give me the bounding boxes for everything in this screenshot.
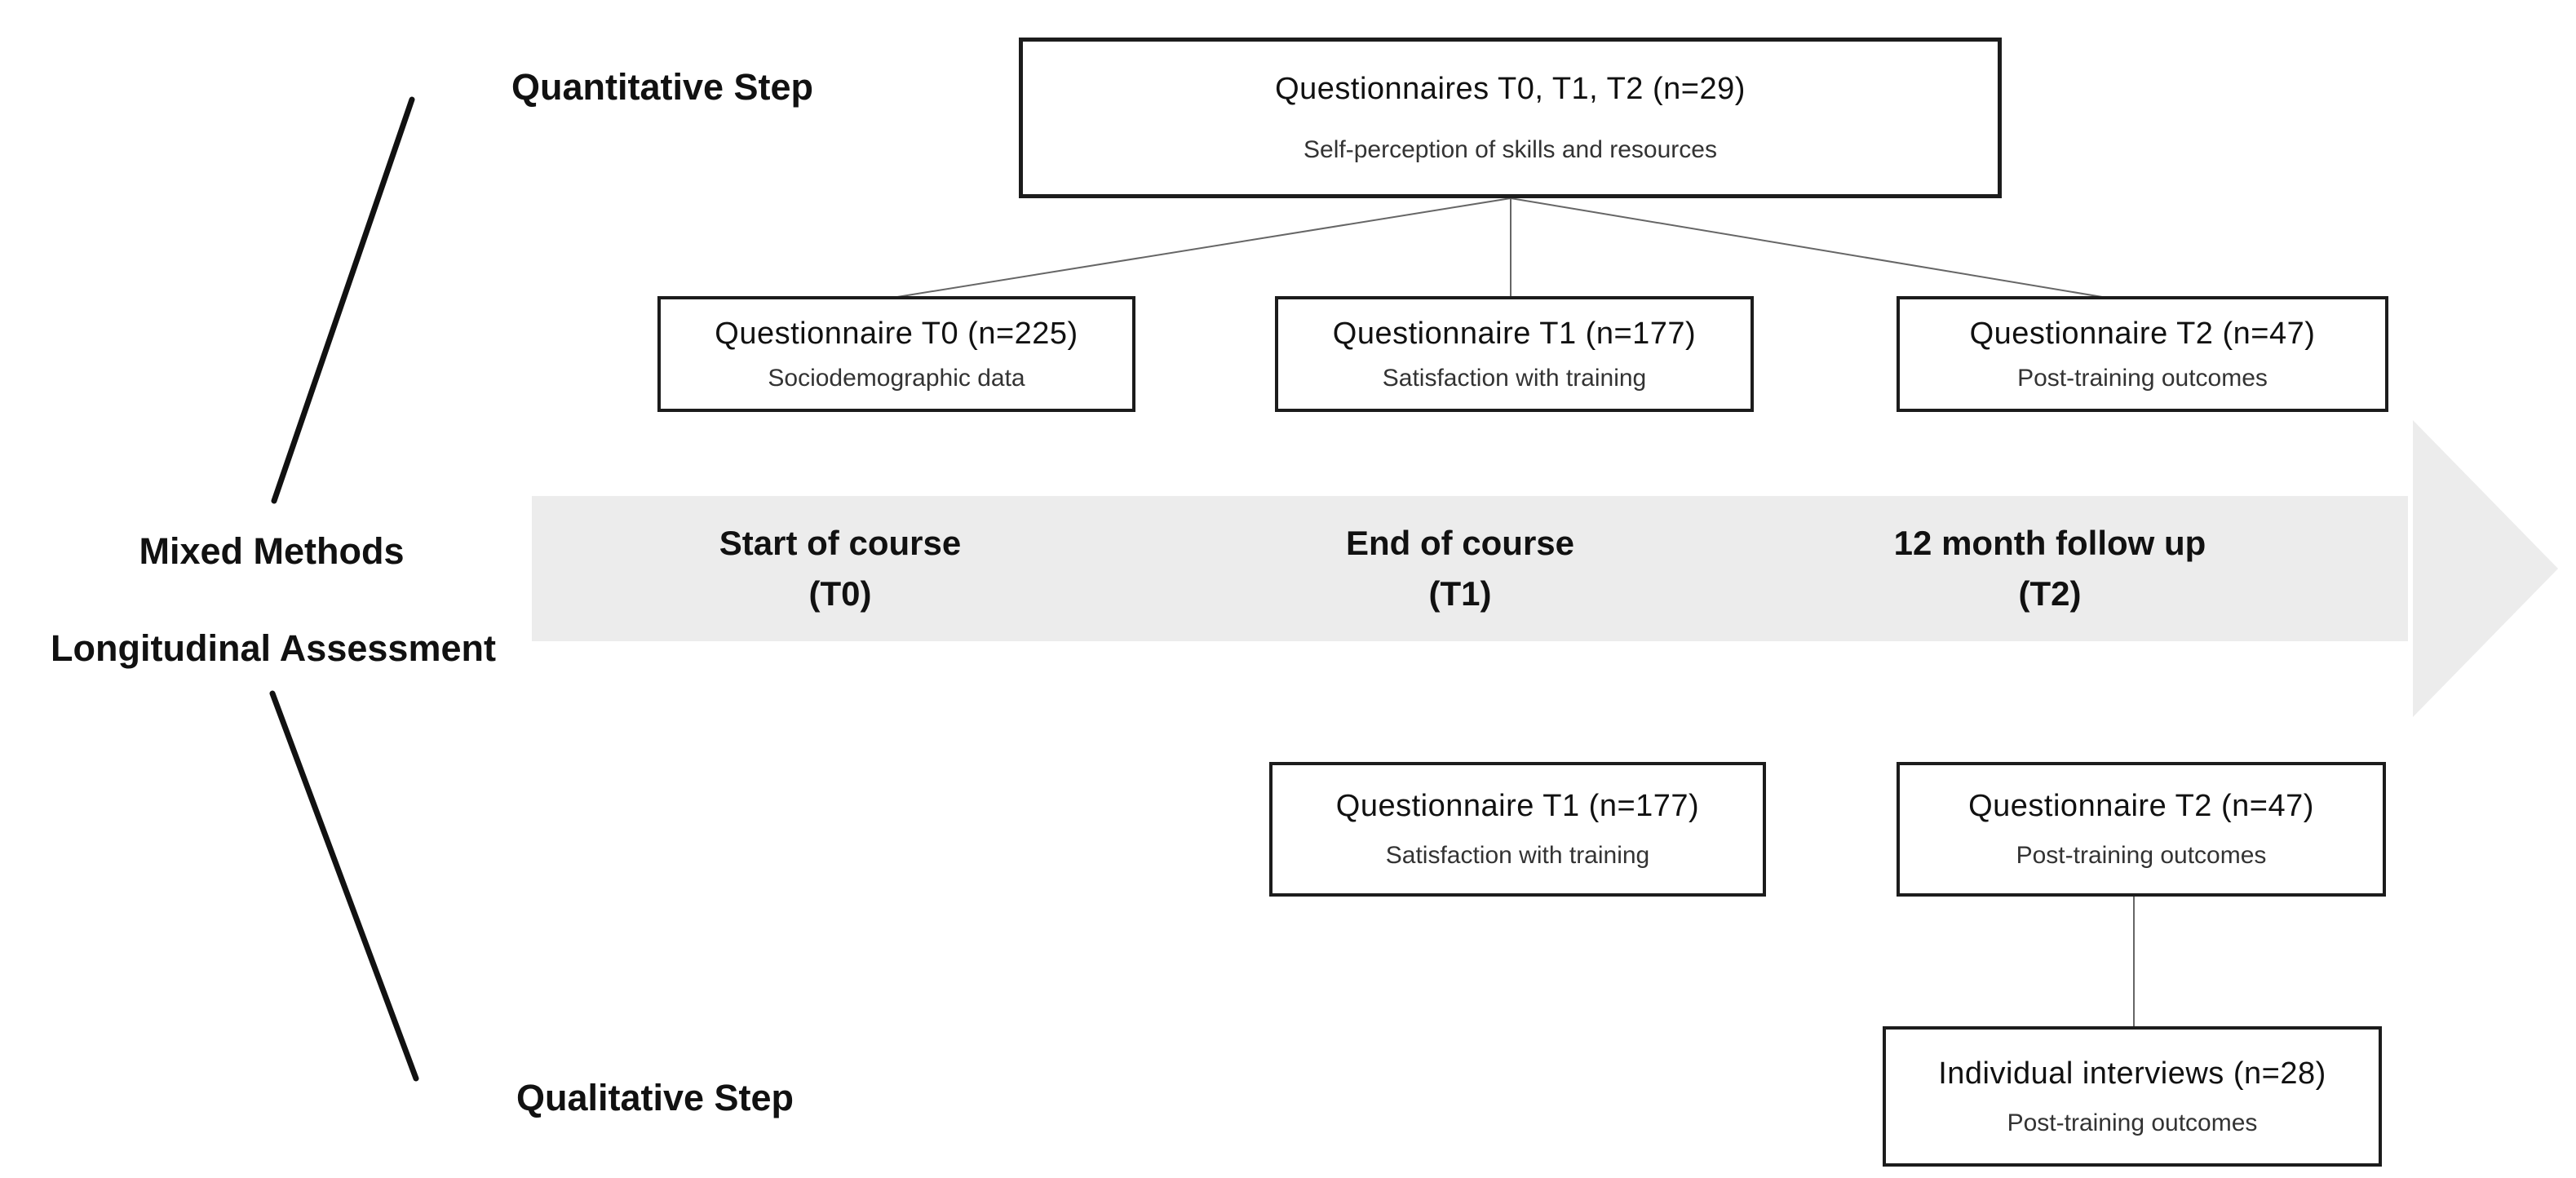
- longitudinal-assessment-label: Longitudinal Assessment: [51, 627, 496, 669]
- individual-interviews-title: Individual interviews (n=28): [1938, 1056, 2326, 1091]
- questionnaire-t1-title: Questionnaire T1 (n=177): [1332, 316, 1697, 351]
- questionnaire-t1-subtitle: Satisfaction with training: [1382, 364, 1647, 392]
- questionnaires-summary-subtitle: Self-perception of skills and resources: [1303, 136, 1717, 163]
- timeline-stage-t2: 12 month follow up (T2): [1894, 496, 2206, 641]
- timeline-stage-t0: Start of course (T0): [719, 496, 961, 641]
- upper-diagonal-line: [271, 96, 415, 504]
- timeline-stage-t1-name: End of course: [1345, 524, 1575, 562]
- questionnaires-summary-title: Questionnaires T0, T1, T2 (n=29): [1275, 72, 1746, 106]
- questionnaire-t1-qual-title: Questionnaire T1 (n=177): [1335, 789, 1700, 823]
- questionnaire-t2-title: Questionnaire T2 (n=47): [1969, 316, 2316, 351]
- timeline-stage-t2-code: (T2): [2018, 574, 2082, 613]
- questionnaire-t2-qual-box: Questionnaire T2 (n=47) Post-training ou…: [1897, 762, 2386, 897]
- individual-interviews-subtitle: Post-training outcomes: [2007, 1109, 2258, 1136]
- questionnaire-t2-subtitle: Post-training outcomes: [2017, 364, 2268, 392]
- timeline-stage-t2-name: 12 month follow up: [1893, 524, 2206, 562]
- questionnaires-summary-box: Questionnaires T0, T1, T2 (n=29) Self-pe…: [1019, 38, 2002, 198]
- timeline-stage-t0-code: (T0): [808, 574, 872, 613]
- individual-interviews-box: Individual interviews (n=28) Post-traini…: [1883, 1026, 2382, 1167]
- qualitative-step-label: Qualitative Step: [516, 1077, 794, 1118]
- questionnaire-t0-subtitle: Sociodemographic data: [768, 364, 1025, 392]
- questionnaire-t0-title: Questionnaire T0 (n=225): [715, 316, 1078, 351]
- questionnaire-t2-qual-subtitle: Post-training outcomes: [2016, 842, 2267, 869]
- timeline-stage-t0-name: Start of course: [719, 524, 962, 562]
- questionnaire-t2-box: Questionnaire T2 (n=47) Post-training ou…: [1897, 296, 2388, 412]
- timeline-arrow-band: [532, 496, 2408, 641]
- mixed-methods-label: Mixed Methods: [139, 530, 405, 572]
- questionnaire-t1-qual-box: Questionnaire T1 (n=177) Satisfaction wi…: [1269, 762, 1766, 897]
- questionnaire-t1-box: Questionnaire T1 (n=177) Satisfaction wi…: [1275, 296, 1754, 412]
- quantitative-step-label: Quantitative Step: [511, 66, 814, 108]
- lower-diagonal-line: [269, 690, 419, 1082]
- questionnaire-t2-qual-title: Questionnaire T2 (n=47): [1968, 789, 2314, 823]
- timeline-stage-t1-code: (T1): [1428, 574, 1492, 613]
- timeline-stage-t1: End of course (T1): [1346, 496, 1574, 641]
- fan-line-left: [896, 197, 1512, 298]
- fan-line-right: [1510, 197, 2122, 301]
- questionnaire-t0-box: Questionnaire T0 (n=225) Sociodemographi…: [657, 296, 1135, 412]
- timeline-arrowhead: [2413, 420, 2558, 717]
- questionnaire-t1-qual-subtitle: Satisfaction with training: [1385, 842, 1650, 869]
